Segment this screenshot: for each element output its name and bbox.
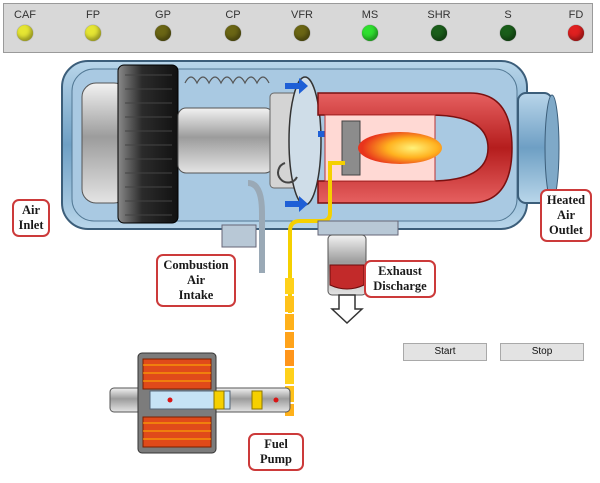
indicator-panel: CAF FP GP CP VFR MS SHR S FD <box>3 3 593 53</box>
indicator-fp-label: FP <box>85 9 101 21</box>
mount-flange <box>317 220 399 236</box>
indicator-gp-lamp <box>155 25 171 41</box>
indicator-cp-label: CP <box>225 9 241 21</box>
glow-plug <box>341 120 361 176</box>
blower-motor <box>177 107 274 174</box>
indicator-vfr-label: VFR <box>291 9 313 21</box>
combustion-air-intake-tube <box>247 180 265 273</box>
exhaust-flow-arrow <box>330 294 364 325</box>
indicator-caf-lamp <box>17 25 33 41</box>
fuel-pump-assembly <box>109 352 291 454</box>
heater-cutaway-illustration <box>61 60 560 454</box>
indicator-fp: FP <box>65 8 121 41</box>
indicator-s-label: S <box>504 9 512 21</box>
fan-blades <box>125 74 172 216</box>
stop-button[interactable]: Stop <box>500 343 584 361</box>
heater-diagram: Air Inlet Heated Air Outlet Combustion A… <box>0 53 600 478</box>
flame <box>358 132 442 164</box>
indicator-fd: FD <box>548 8 600 41</box>
combustion-air-intake-callout: Combustion Air Intake <box>156 254 236 307</box>
air-inlet-callout: Air Inlet <box>12 199 50 237</box>
exhaust-discharge-callout: Exhaust Discharge <box>364 260 436 298</box>
exhaust-hot-gas <box>329 264 365 290</box>
indicator-gp: GP <box>135 8 191 41</box>
indicator-vfr-lamp <box>294 25 310 41</box>
start-button[interactable]: Start <box>403 343 487 361</box>
indicator-gp-label: GP <box>155 9 171 21</box>
indicator-s-lamp <box>500 25 516 41</box>
indicator-fd-label: FD <box>568 9 584 21</box>
fuel-pump-callout: Fuel Pump <box>248 433 304 471</box>
indicator-ms: MS <box>342 8 398 41</box>
motor-coil <box>184 76 270 85</box>
indicator-s: S <box>480 8 536 41</box>
indicator-fp-lamp <box>85 25 101 41</box>
indicator-cp: CP <box>205 8 261 41</box>
heated-air-outlet-callout: Heated Air Outlet <box>540 189 592 242</box>
indicator-caf-label: CAF <box>14 9 36 21</box>
indicator-vfr: VFR <box>274 8 330 41</box>
indicator-shr-label: SHR <box>427 9 451 21</box>
indicator-fd-lamp <box>568 25 584 41</box>
indicator-ms-lamp <box>362 25 378 41</box>
indicator-shr-lamp <box>431 25 447 41</box>
indicator-cp-lamp <box>225 25 241 41</box>
combustion-fan-disc <box>288 76 322 206</box>
indicator-ms-label: MS <box>361 9 379 21</box>
mount-bracket <box>221 224 257 248</box>
indicator-shr: SHR <box>411 8 467 41</box>
swirl-arrow <box>277 162 298 184</box>
indicator-caf: CAF <box>0 8 53 41</box>
heated-air-outlet-mouth <box>544 94 560 202</box>
